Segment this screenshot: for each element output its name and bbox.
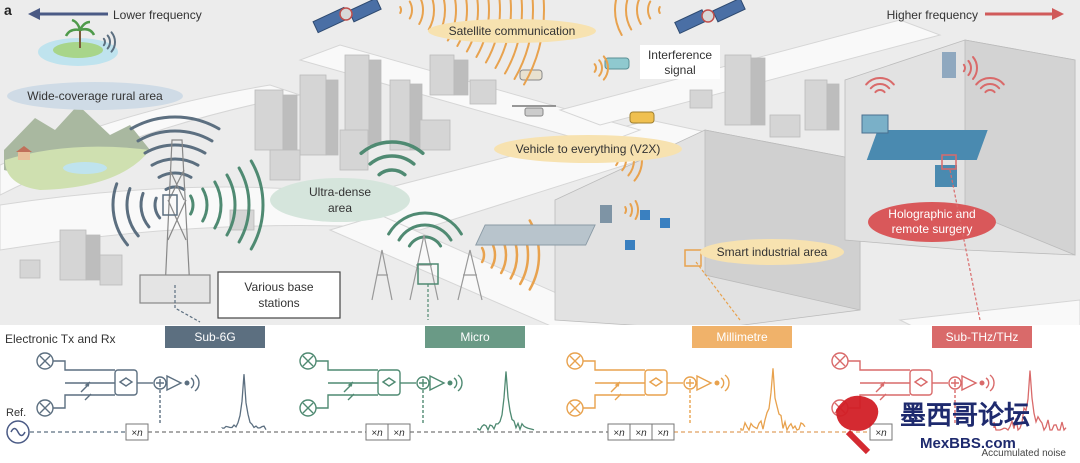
main-tower [139,139,211,304]
vehicles [512,57,655,124]
band-label-sub6g: Sub-6G [165,326,265,348]
ultra-dense-bubble: Ultra-dense area [270,178,410,222]
svg-text:Smart industrial area: Smart industrial area [717,245,828,259]
watermark-chinese: 墨西哥论坛 [900,400,1030,430]
svg-text:Ultra-dense: Ultra-dense [309,185,371,199]
rural-bubble: Wide-coverage rural area [7,82,183,110]
higher-frequency-label: Higher frequency [887,8,978,22]
satellite-right [674,0,746,35]
small-towers [371,234,483,301]
holographic-bubble: Holographic and remote surgery [868,202,996,242]
satellite-left [312,0,382,34]
multiplier-sub6g: ×n [125,423,149,441]
panel-letter: a [4,2,12,18]
electronic-tx-rx-label: Electronic Tx and Rx [5,332,116,346]
svg-text:Satellite communication: Satellite communication [449,24,576,38]
rural-island [4,18,150,190]
multiplier-mm-1: ×n [607,423,631,441]
band-label-thz: Sub-THz/THz [932,326,1032,348]
svg-text:Ref.: Ref. [6,407,26,419]
svg-text:×n: ×n [635,428,647,439]
svg-text:signal: signal [664,63,695,77]
svg-text:×n: ×n [371,428,383,439]
svg-text:×n: ×n [875,428,887,439]
svg-text:Micro: Micro [460,330,490,344]
svg-text:Holographic and: Holographic and [888,207,975,221]
interference-box: Interference signal [640,45,720,79]
svg-text:Various base: Various base [244,280,313,294]
multiplier-micro-1: ×n [365,423,389,441]
svg-text:area: area [328,201,352,215]
lower-frequency-label: Lower frequency [113,8,202,22]
multiplier-micro-2: ×n [387,423,411,441]
industrial-bubble: Smart industrial area [700,239,844,265]
multiplier-mm-2: ×n [629,423,653,441]
satellite-bubble: Satellite communication [428,19,596,43]
lower-frequency-arrow [28,8,108,20]
band-label-micro: Micro [425,326,525,348]
svg-text:Sub-6G: Sub-6G [194,330,235,344]
reference-source: Ref. [6,407,30,444]
industrial-equipment [475,205,702,267]
v2x-bubble: Vehicle to everything (V2X) [494,135,682,163]
base-stations-box: Various base stations [217,271,341,319]
accumulated-noise-label: Accumulated noise [982,448,1067,459]
svg-text:remote surgery: remote surgery [892,222,973,236]
svg-text:×n: ×n [657,428,669,439]
svg-text:Millimetre: Millimetre [716,330,768,344]
svg-text:×n: ×n [613,428,625,439]
surgery-equipment [861,52,988,187]
higher-frequency-arrow [985,8,1064,20]
band-label-millimetre: Millimetre [692,326,792,348]
svg-text:Vehicle to everything (V2X): Vehicle to everything (V2X) [516,142,661,156]
multiplier-thz-1: ×n [869,423,893,441]
svg-text:Interference: Interference [648,48,712,62]
multiplier-mm-3: ×n [651,423,675,441]
band-connectors [174,169,981,323]
watermark-logo [836,395,879,455]
svg-text:×n: ×n [393,428,405,439]
svg-text:Sub-THz/THz: Sub-THz/THz [946,330,1019,344]
svg-text:Wide-coverage rural area: Wide-coverage rural area [27,89,163,103]
svg-text:×n: ×n [131,428,143,439]
svg-text:stations: stations [258,296,299,310]
transceiver-circuits [30,352,1067,433]
watermark-site: MexBBS.com [920,435,1016,452]
